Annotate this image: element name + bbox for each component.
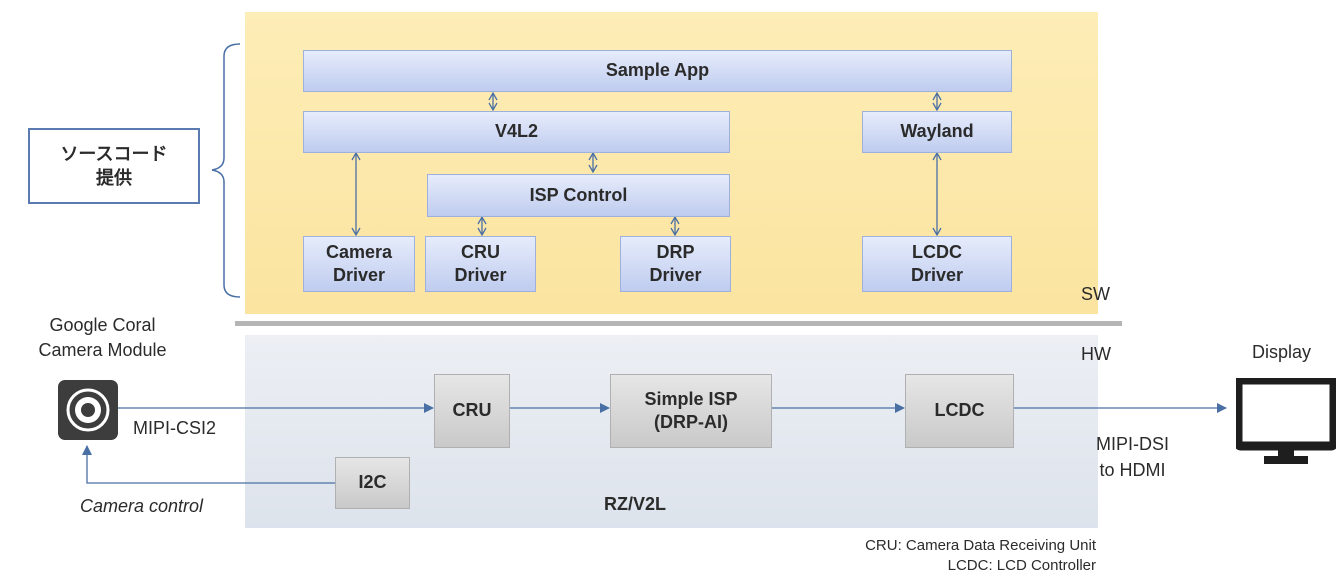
source-code-line1: ソースコード — [60, 143, 168, 164]
lcdc-driver-label: LCDC Driver — [910, 241, 964, 285]
wayland-box: Wayland — [862, 111, 1012, 153]
mipi-csi2-label: MIPI-CSI2 — [133, 418, 217, 438]
legend-lcdc: LCDC: LCD Controller — [947, 556, 1096, 574]
sample-app-box: Sample App — [303, 50, 1012, 92]
i2c-label: I2C — [358, 472, 387, 493]
display-interface-line2: to HDMI — [1099, 460, 1166, 481]
lcdc-hw-label: LCDC — [934, 400, 985, 421]
lcdc-hw-box: LCDC — [905, 374, 1014, 448]
display-interface-line1: MIPI-DSI — [1095, 434, 1169, 454]
cru-driver-box: CRU Driver — [425, 236, 536, 292]
source-code-box: ソースコード 提供 — [28, 128, 200, 204]
camera-driver-box: Camera Driver — [303, 236, 415, 292]
sample-app-label: Sample App — [605, 60, 710, 81]
isp-control-box: ISP Control — [427, 174, 730, 217]
v4l2-label: V4L2 — [494, 121, 539, 142]
source-code-line2: 提供 — [96, 168, 132, 188]
source-code-bracket — [211, 43, 241, 298]
cru-driver-label: CRU Driver — [454, 241, 507, 285]
camera-module-title: Google Coral Camera Module — [0, 313, 205, 363]
display-icon — [1236, 378, 1336, 464]
simple-isp-label: Simple ISP (DRP-AI) — [644, 388, 738, 432]
simple-isp-box: Simple ISP (DRP-AI) — [610, 374, 772, 448]
lcdc-driver-box: LCDC Driver — [862, 236, 1012, 292]
sw-label: SW — [1081, 284, 1110, 304]
camera-control-label: Camera control — [80, 496, 204, 516]
camera-driver-label: Camera Driver — [325, 241, 393, 285]
v4l2-box: V4L2 — [303, 111, 730, 153]
link-i2c-camera — [82, 445, 335, 484]
camera-title-line1: Google Coral — [49, 315, 156, 335]
display-interface-label: MIPI-DSI to HDMI — [1080, 431, 1185, 483]
hw-label: HW — [1081, 344, 1111, 364]
drp-driver-label: DRP Driver — [649, 241, 702, 285]
abbreviation-legend: CRU: Camera Data Receiving Unit LCDC: LC… — [865, 536, 1096, 575]
cru-hw-label: CRU — [452, 400, 492, 421]
camera-title-line2: Camera Module — [38, 340, 167, 361]
legend-cru: CRU: Camera Data Receiving Unit — [865, 537, 1096, 554]
drp-driver-box: DRP Driver — [620, 236, 731, 292]
camera-icon — [58, 380, 118, 440]
cru-hw-box: CRU — [434, 374, 510, 448]
isp-control-label: ISP Control — [529, 184, 628, 205]
display-title: Display — [1252, 342, 1312, 362]
wayland-label: Wayland — [900, 121, 974, 142]
sw-hw-divider — [235, 321, 1122, 326]
soc-label: RZ/V2L — [604, 494, 667, 514]
i2c-box: I2C — [335, 457, 410, 509]
